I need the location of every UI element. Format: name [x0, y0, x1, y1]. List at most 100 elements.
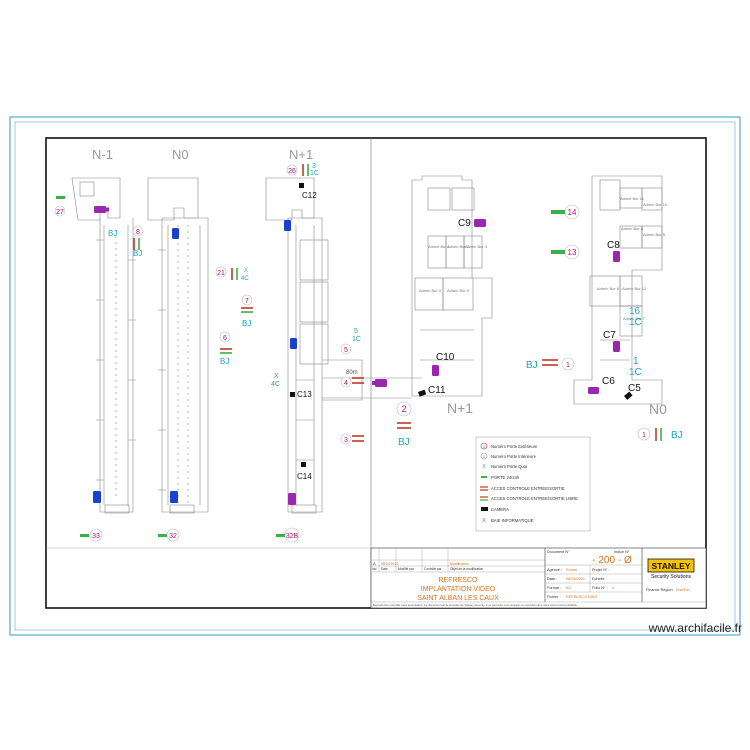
room-label: Admin Bur 9 [643, 232, 666, 237]
door-number: 26 [288, 168, 296, 175]
bay-label: 1C [629, 317, 642, 328]
project-title: SAINT ALBAN LES CAUX [417, 595, 499, 602]
door-number: 7 [245, 298, 249, 305]
bay-x: X [244, 268, 248, 274]
camera-label: C13 [297, 390, 312, 399]
building-n0 [147, 177, 209, 514]
level-label-right-n+1: N+1 [447, 400, 473, 416]
legend-item: ACCES CONTROLE ENTREE/SORTIE [491, 486, 565, 491]
legend-item: Numéro Porte Intérieure [491, 454, 537, 459]
access-control-marks [133, 164, 662, 442]
door-number: 33 [92, 533, 100, 540]
bj-label: BJ [526, 360, 538, 371]
door-number: 14 [568, 208, 577, 217]
rev-letter: A [373, 561, 376, 566]
fichier-label: Fichier : [547, 595, 561, 599]
drawing-border [45, 137, 707, 609]
rev-header: Modifié par [398, 567, 415, 571]
room-label: Admin Bur 7 [623, 316, 646, 321]
building-n+1 [265, 177, 363, 514]
room-label: Admin Bur 4 [419, 288, 442, 293]
door-number: 32 [169, 533, 177, 540]
camera-label: C7 [603, 330, 616, 341]
room-label: Admin Bur 2 [447, 244, 470, 249]
door-number: 2 [401, 404, 406, 414]
bj-label: BJ [220, 357, 229, 366]
room-label: Admin Bur 1 [428, 244, 451, 249]
room-label: Admin Bur 3 [465, 244, 488, 249]
rev-date: 08/04/2021 [381, 562, 399, 566]
region-value: Sud-Est [676, 588, 690, 592]
folio-value: 1 [612, 586, 614, 590]
doc-number: - 200 - Ø [592, 555, 632, 566]
agence-value: Rouen [566, 568, 577, 572]
bay-num: 5 [354, 328, 358, 335]
echelle-label: Echelle : [592, 577, 607, 581]
building-right-n0 [573, 175, 663, 405]
room-label: Admin Bur 11 [620, 196, 645, 201]
outer-frame [9, 116, 741, 636]
camera-icons [93, 183, 633, 505]
bay-label: 4C [241, 276, 249, 282]
rev-header: Contrôlé par [424, 567, 442, 571]
legend-item: CAMERA [491, 507, 509, 512]
rev-header: Date [381, 567, 388, 571]
region-label: Finance Région [646, 588, 673, 592]
room-label: Admin Bur 10 [643, 202, 668, 207]
camera-label: C14 [297, 472, 312, 481]
room-label: Admin Bur 12 [622, 286, 647, 291]
legend-mark-quai: X [482, 464, 486, 470]
stanley-logo [647, 558, 695, 573]
bay-num: 3 [312, 163, 316, 170]
door-number: 21 [217, 270, 225, 277]
brand-name: STANLEY [651, 561, 690, 571]
title-block: A 08/04/2021 Modification Ind Date Modif… [370, 547, 707, 609]
rev-header: Ind [372, 567, 377, 571]
legend-item: PORTE 24/24h [491, 475, 520, 480]
format-label: Format : [547, 586, 561, 590]
rev-desc: Modification [450, 562, 469, 566]
project-title: REFRESCO [439, 577, 478, 584]
camera-label: C5 [628, 383, 641, 394]
legend-mark-bay: X [482, 518, 486, 524]
door-number: 13 [568, 248, 577, 257]
door-number: 4 [344, 380, 348, 387]
bay-label: 1C [310, 170, 319, 177]
room-label: Admin Bur 8 [621, 226, 644, 231]
building-right-n+1 [411, 175, 493, 397]
level-label-n0: N0 [172, 147, 189, 162]
agence-label: Agence : [547, 568, 562, 572]
bay-label: 1C [352, 336, 361, 343]
disclaimer: Reproduction interdite sans autorisation… [373, 603, 578, 607]
bay-label: 1C [629, 367, 642, 378]
bj-label: BJ [108, 229, 117, 238]
brand-sub: Security Solutions [651, 574, 692, 580]
camera-label: C10 [436, 352, 455, 363]
legend-mark-int: 1 [483, 454, 486, 459]
inner-frame [14, 121, 736, 631]
camera-label: C6 [602, 376, 615, 387]
level-label-n-1: N-1 [92, 147, 113, 162]
door-number: 3 [344, 437, 348, 444]
legend-item: Numéro Porte Quai [491, 464, 527, 469]
dimension-label: 80m [346, 370, 358, 376]
index-label: Indice N° [614, 550, 630, 554]
bj-label: BJ [133, 249, 142, 258]
project-title: IMPLANTATION VIDEO [421, 586, 496, 593]
watermark: www.archifacile.fr [648, 621, 742, 635]
projet-label: Projet N° : [592, 568, 609, 572]
legend-item: ACCES CONTROLE ENTREE/SORTIE LIBRE [491, 496, 578, 501]
room-label: Admin Bur 6 [597, 286, 620, 291]
format-value: A3 [566, 586, 571, 590]
doc-label: Document N° [547, 550, 570, 554]
legend: 1 Numéro Porte Extérieure 1 Numéro Porte… [475, 436, 591, 532]
bay-label: 4C [271, 381, 280, 388]
date-value: 08/04/2021 [566, 577, 585, 581]
corridor [322, 377, 422, 399]
door-number: 1 [566, 362, 570, 369]
fichier-value: REFRESCO.DWG [566, 595, 597, 599]
legend-item: BAIE INFORMATIQUE [491, 518, 534, 523]
bay-x: X [274, 373, 279, 380]
level-label-n+1: N+1 [289, 147, 313, 162]
